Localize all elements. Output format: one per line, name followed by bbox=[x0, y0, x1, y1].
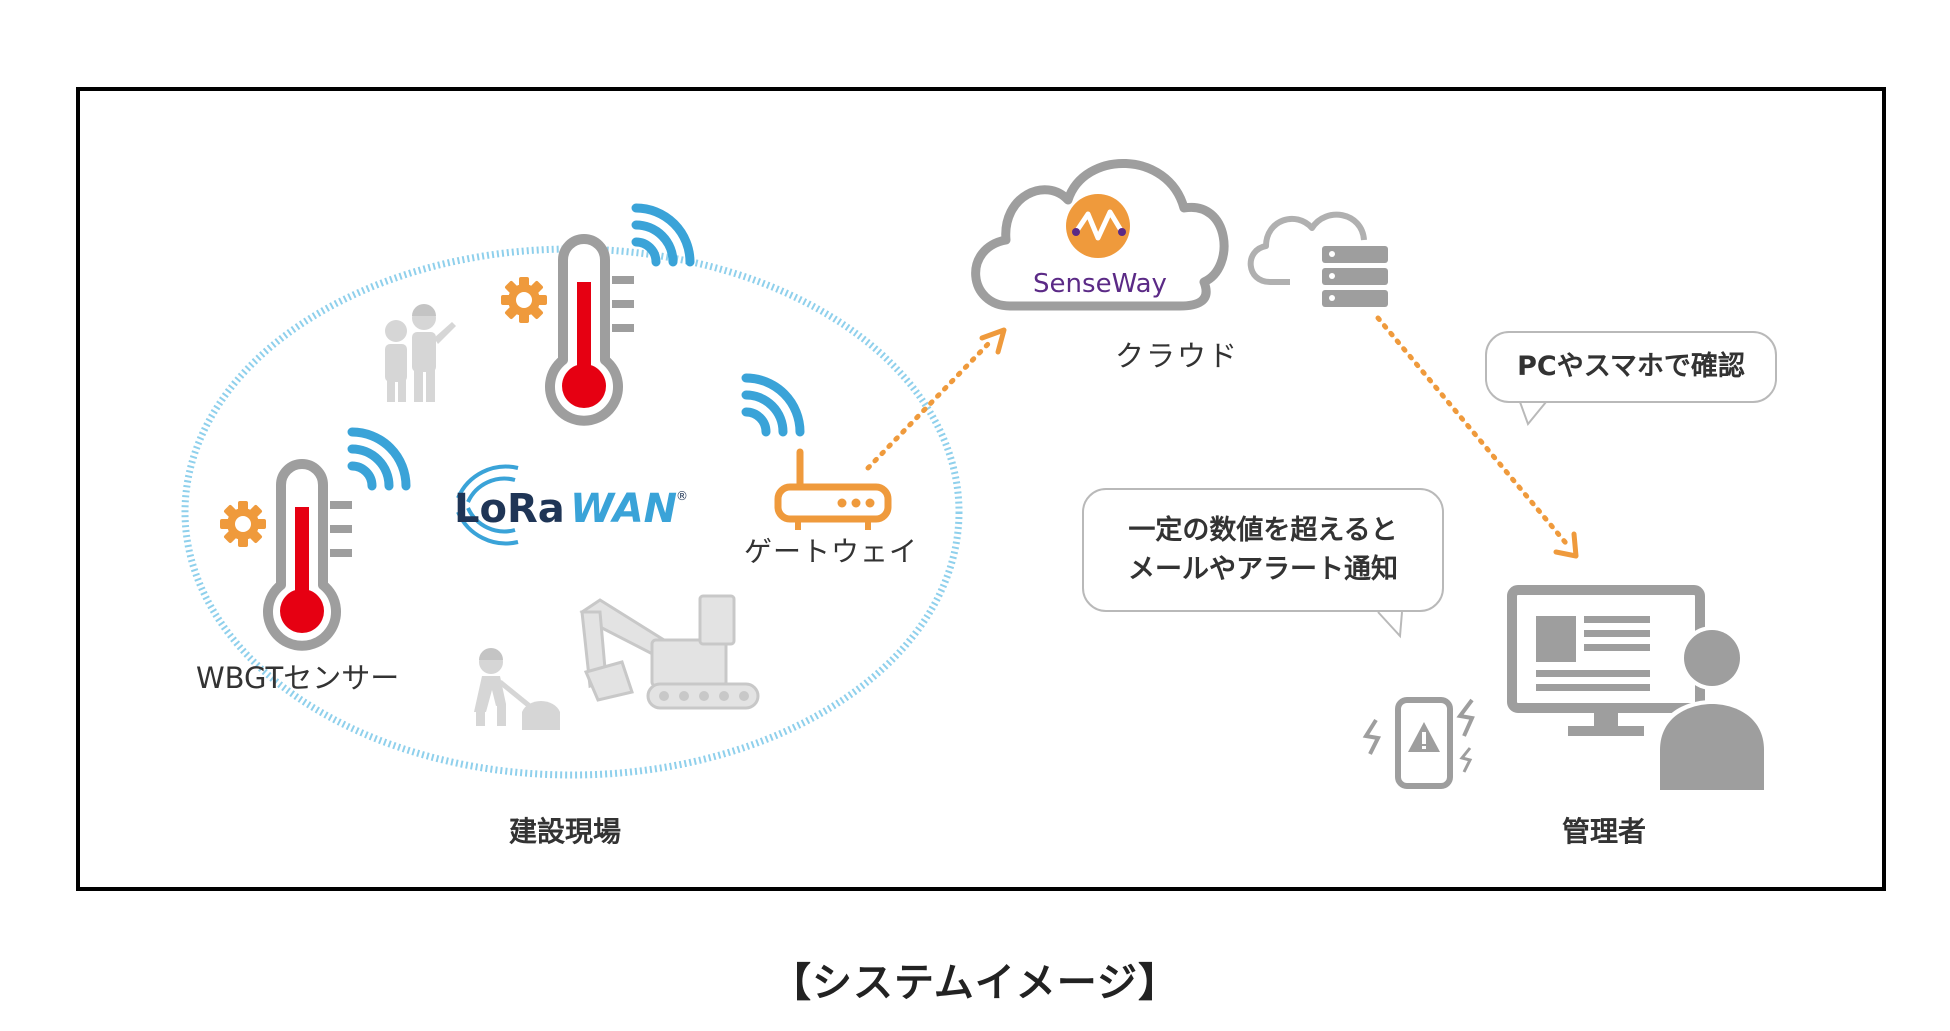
gateway-icon bbox=[746, 378, 892, 530]
lorawan-registered-mark: ® bbox=[676, 489, 688, 503]
alert-text-line2: メールやアラート通知 bbox=[1128, 554, 1398, 585]
pc-smartphone-text: PCやスマホで確認 bbox=[1517, 351, 1745, 383]
lorawan-logo: LoRa WAN ® bbox=[454, 464, 688, 546]
gateway-to-cloud-arrow bbox=[865, 327, 1007, 471]
construction-site-area bbox=[181, 245, 963, 779]
administrator-label: 管理者 bbox=[1562, 815, 1647, 848]
server-to-admin-arrow bbox=[1375, 315, 1579, 559]
lorawan-lo-text: LoRa bbox=[454, 486, 565, 532]
alert-bubble: 一定の数値を超えると メールやアラート通知 bbox=[1082, 488, 1444, 612]
diagram-frame bbox=[76, 87, 1886, 891]
gateway-label: ゲートウェイ bbox=[744, 535, 919, 568]
wbgt-sensor-top bbox=[501, 208, 690, 421]
cloud-server-icon bbox=[1247, 211, 1388, 307]
administrator-icon bbox=[1507, 585, 1768, 790]
senseway-logo-text: SenseWay bbox=[1033, 269, 1167, 299]
worker-digging-icon bbox=[474, 648, 560, 730]
alert-text-line1: 一定の数値を超えると bbox=[1128, 514, 1398, 546]
wbgt-sensor-label: WBGTセンサー bbox=[196, 661, 400, 695]
construction-site-label: 建設現場 bbox=[509, 815, 622, 848]
lorawan-wan-text: WAN bbox=[570, 486, 677, 532]
wbgt-sensor-left bbox=[220, 432, 406, 646]
pc-smartphone-bubble: PCやスマホで確認 bbox=[1485, 331, 1777, 403]
pc-bubble-tail bbox=[1519, 401, 1547, 426]
smartphone-alert-icon bbox=[1362, 697, 1475, 789]
worker-pointing-icon bbox=[385, 304, 456, 402]
cloud-label: クラウド bbox=[1115, 339, 1240, 373]
figure-caption: 【システムイメージ】 bbox=[771, 960, 1179, 1006]
alert-bubble-tail bbox=[1377, 611, 1403, 639]
senseway-cloud: SenseWay bbox=[971, 158, 1229, 311]
excavator-icon bbox=[579, 594, 760, 710]
